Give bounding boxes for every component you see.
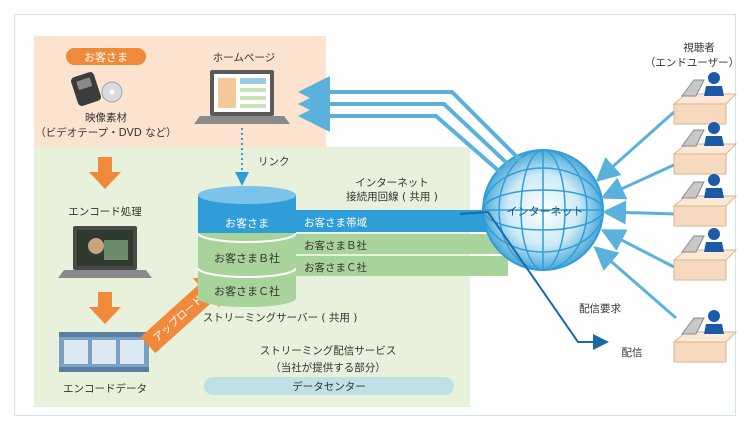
- viewer-arrow-1: [595, 110, 675, 182]
- viewer-arrow-2: [600, 162, 677, 200]
- server-caption: ストリーミングサーバー ( 共用 ): [203, 311, 358, 324]
- viewer-icon: [672, 310, 738, 363]
- band-customer-label: お客さま帯域: [304, 216, 367, 229]
- request-label: 配信要求: [579, 303, 621, 315]
- homepage-arrow-3: [298, 100, 502, 174]
- homepage-laptop-icon: [194, 70, 290, 124]
- deliver-label: 配信: [622, 347, 643, 359]
- datacenter-badge: [204, 377, 454, 395]
- viewer-icon: [672, 72, 738, 125]
- viewer-icon: [672, 174, 738, 227]
- viewer-icon: [672, 228, 738, 281]
- band-b-label: お客さまＢ社: [304, 239, 367, 252]
- datacenter-label: データセンター: [292, 380, 366, 393]
- streaming-server: [197, 186, 297, 307]
- material-sub-label: （ビデオテープ・DVD など）: [35, 126, 176, 139]
- encode-process-label: エンコード処理: [68, 205, 142, 218]
- service-subtitle: （当社が提供する部分）: [270, 361, 386, 374]
- viewer-title: 視聴者: [683, 41, 715, 54]
- server-tier-c: お客さまＣ社: [214, 284, 280, 298]
- flow-arrow-down-1: [89, 157, 121, 189]
- homepage-arrow-2: [298, 88, 512, 168]
- service-title: ストリーミング配信サービス: [260, 344, 397, 357]
- line-title-1: インターネット: [355, 177, 429, 189]
- viewer-subtitle: （エンドユーザー）: [645, 57, 739, 69]
- customer-badge: [66, 48, 146, 65]
- viewer-arrow-5: [593, 246, 677, 320]
- material-label: 映像素材: [85, 111, 127, 124]
- encode-data-film-icon: [59, 332, 149, 372]
- delivery-line: [459, 210, 609, 350]
- band-c: [296, 256, 508, 276]
- band-b: [296, 234, 508, 254]
- link-label: リンク: [258, 156, 290, 168]
- encode-laptop-icon: [58, 226, 152, 278]
- band-c-label: お客さまＣ社: [304, 261, 367, 274]
- band-customer: [296, 210, 508, 232]
- server-tier-b: お客さまＢ社: [214, 251, 280, 265]
- server-tier-customer: お客さま: [225, 216, 269, 230]
- viewer-arrow-3: [602, 200, 677, 225]
- homepage-arrow-1: [298, 76, 522, 162]
- globe-label: インターネット: [507, 205, 584, 218]
- homepage-label: ホームページ: [213, 52, 275, 64]
- flow-arrow-down-2: [89, 292, 121, 324]
- viewer-arrow-4: [600, 229, 677, 270]
- video-material-icon: [70, 72, 123, 106]
- line-title-2: 接続用回線 ( 共用 ): [346, 190, 438, 203]
- viewer-icon: [672, 122, 738, 175]
- customer-badge-label: お客さま: [84, 50, 128, 64]
- diagram-frame: [14, 14, 736, 416]
- encode-data-label: エンコードデータ: [63, 382, 147, 395]
